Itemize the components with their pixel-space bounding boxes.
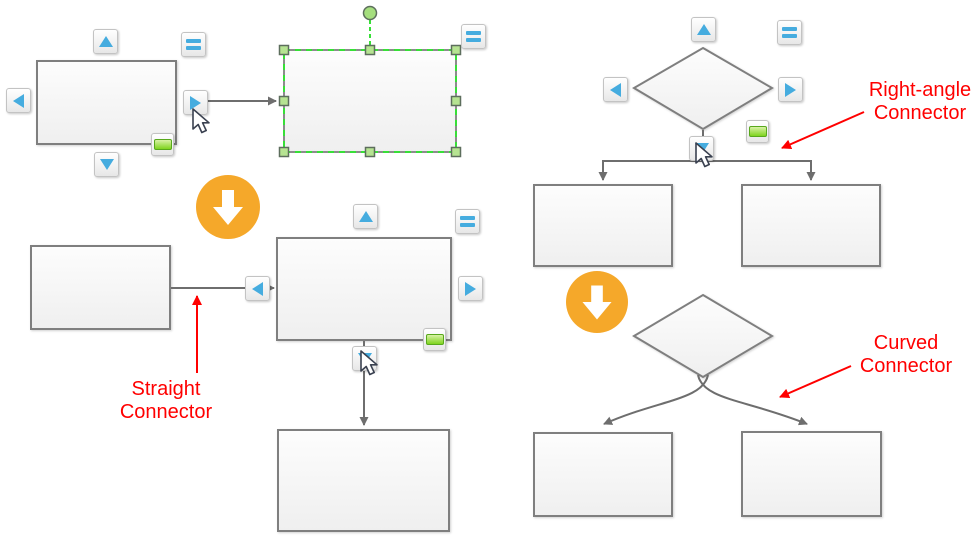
left-arrow-icon: [610, 82, 621, 97]
shape-rectangle-branch-right[interactable]: [741, 184, 881, 267]
connect-pill-icon: [748, 126, 767, 137]
auto-connect-right-button-2[interactable]: [458, 276, 483, 301]
selection-handles[interactable]: [278, 44, 462, 158]
label-line: Straight: [131, 378, 201, 400]
auto-connect-right-button-3[interactable]: [778, 77, 803, 102]
auto-connect-down-button[interactable]: [94, 152, 119, 177]
mouse-cursor-icon: [191, 108, 215, 141]
selected-shape-menu-button[interactable]: [461, 24, 486, 49]
selected-shape-body[interactable]: [283, 49, 457, 153]
down-arrow-icon: [99, 159, 114, 170]
connect-pill-icon: [153, 139, 172, 150]
connect-pill-icon: [425, 334, 444, 345]
connector-curved-right[interactable]: [697, 374, 808, 426]
label-line: Right-angle: [868, 79, 972, 101]
down-step-icon: [566, 271, 628, 333]
shape-rectangle-branch-left[interactable]: [533, 184, 673, 267]
connector-left-button[interactable]: [245, 276, 270, 301]
curved-connector-label: Curved Connector: [826, 332, 980, 378]
annotation-arrow-right-angle: [781, 111, 865, 149]
next-step-badge-2: [566, 271, 628, 338]
connector-right-angle-left[interactable]: [598, 130, 704, 181]
right-arrow-icon: [190, 95, 201, 110]
down-step-icon: [196, 175, 260, 239]
label-line: Connector: [873, 102, 967, 124]
connector-curved-left[interactable]: [603, 374, 709, 425]
shape-rectangle-selected[interactable]: [278, 5, 462, 158]
shape-menu-button-2[interactable]: [455, 209, 480, 234]
shape-rectangle-middle[interactable]: [276, 237, 452, 341]
annotation-arrow-curved: [779, 365, 852, 398]
shape-rectangle-source[interactable]: [36, 60, 177, 145]
left-arrow-icon: [13, 93, 24, 108]
shape-rectangle-curved-right[interactable]: [741, 431, 882, 517]
shape-menu-button[interactable]: [181, 32, 206, 57]
rotation-handle[interactable]: [362, 5, 378, 21]
auto-connect-up-button-2[interactable]: [353, 204, 378, 229]
menu-icon: [466, 31, 481, 42]
next-step-badge: [196, 175, 260, 244]
up-arrow-icon: [98, 36, 113, 47]
menu-icon: [782, 27, 797, 38]
label-line: Curved: [873, 332, 939, 354]
straight-connector-label: Straight Connector: [86, 378, 246, 424]
right-arrow-icon: [465, 281, 476, 296]
shape-menu-button-3[interactable]: [777, 20, 802, 45]
quick-connect-button-2[interactable]: [423, 328, 446, 351]
shape-diamond-top[interactable]: [632, 46, 774, 131]
right-arrow-icon: [785, 82, 796, 97]
up-arrow-icon: [696, 24, 711, 35]
auto-connect-left-button[interactable]: [6, 88, 31, 113]
auto-connect-left-button-3[interactable]: [603, 77, 628, 102]
right-angle-connector-label: Right-angle Connector: [840, 79, 980, 125]
menu-icon: [460, 216, 475, 227]
shape-rectangle-curved-left[interactable]: [533, 432, 673, 517]
left-arrow-icon: [252, 281, 263, 296]
shape-diamond-bottom[interactable]: [632, 293, 774, 379]
mouse-cursor-icon: [359, 350, 383, 383]
label-line: Connector: [119, 401, 213, 423]
shape-rectangle-bottom[interactable]: [277, 429, 450, 532]
shape-rectangle-left[interactable]: [30, 245, 171, 330]
label-line: Connector: [859, 355, 953, 377]
auto-connect-up-button[interactable]: [93, 29, 118, 54]
auto-connect-up-button-3[interactable]: [691, 17, 716, 42]
quick-connect-button[interactable]: [151, 133, 174, 156]
up-arrow-icon: [358, 211, 373, 222]
quick-connect-button-3[interactable]: [746, 120, 769, 143]
mouse-cursor-icon: [694, 142, 718, 175]
menu-icon: [186, 39, 201, 50]
